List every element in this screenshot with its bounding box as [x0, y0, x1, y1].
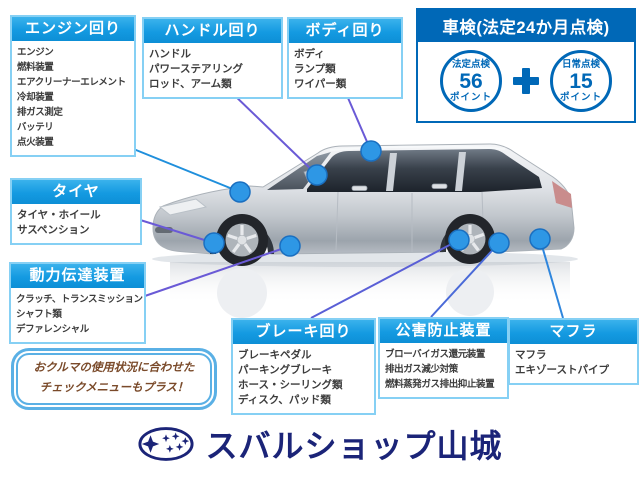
category-item: ホース・シーリング類 [238, 379, 343, 391]
category-item: ブローバイガス還元装置 [385, 349, 486, 360]
category-item: エキゾーストパイプ [515, 364, 609, 376]
daily-points-circle: 日常点検 15 ポイント [550, 50, 612, 112]
callout-line-power [141, 245, 291, 298]
daily-points-unit: ポイント [559, 91, 602, 103]
category-box-engine: エンジン回り エンジン燃料装置エアクリーナーエレメント冷却装置排ガス測定バッテリ… [10, 15, 136, 157]
category-title: タイヤ [12, 180, 140, 204]
plus-icon [513, 68, 539, 94]
category-title: 公害防止装置 [380, 319, 507, 343]
badge-title: 車検(法定24か月点検) [418, 10, 634, 42]
category-item: パーキングブレーキ [238, 364, 333, 376]
daily-points-value: 15 [569, 69, 593, 93]
category-title: 動力伝達装置 [11, 264, 144, 288]
category-item: 排ガス測定 [17, 107, 63, 118]
category-item: バッテリ [17, 122, 54, 133]
category-items: ボディランプ類ワイパー類 [289, 43, 401, 97]
callout-line-tire [136, 218, 215, 244]
category-item: ハンドル [149, 48, 191, 60]
note-box: おクルマの使用状況に合わせた チェックメニューもプラス！ [11, 348, 217, 411]
callout-line-body [344, 90, 372, 152]
category-item: エンジン [17, 47, 54, 58]
callout-line-engine [130, 147, 241, 193]
part-dot-power [279, 235, 301, 257]
category-item: マフラ [515, 349, 547, 361]
category-items: ハンドルパワーステアリングロッド、アーム類 [144, 43, 281, 97]
category-item: ワイパー類 [294, 78, 347, 90]
door-handle-rear [431, 183, 448, 189]
part-dot-brake [448, 229, 470, 251]
part-dot-tire [203, 232, 225, 254]
legal-points-unit: ポイント [449, 91, 492, 103]
category-items: タイヤ・ホイールサスペンション [12, 204, 140, 243]
part-dot-body [360, 140, 382, 162]
category-item: タイヤ・ホイール [17, 209, 101, 221]
callout-line-brake [310, 239, 460, 319]
category-box-muffler: マフラ マフラエキゾーストパイプ [508, 318, 639, 385]
category-item: ディスク、パッド類 [238, 394, 331, 406]
roof-highlight [329, 145, 506, 151]
daily-points-label: 日常点検 [561, 59, 600, 70]
car-illustration [152, 143, 578, 318]
category-item: 点火装置 [17, 137, 54, 148]
callout-line-handle [229, 90, 318, 176]
shop-name: スバルショップ山城 [205, 428, 503, 464]
category-item: エアクリーナーエレメント [17, 77, 126, 88]
headlight [158, 198, 208, 216]
door-handle-front [351, 185, 368, 191]
category-items: エンジン燃料装置エアクリーナーエレメント冷却装置排ガス測定バッテリ点火装置 [12, 41, 134, 155]
category-box-pollution: 公害防止装置 ブローバイガス還元装置排出ガス減少対策燃料蒸発ガス排出抑止装置 [378, 317, 509, 399]
category-item: パワーステアリング [149, 63, 243, 75]
category-title: ボディ回り [289, 19, 401, 43]
category-box-tire: タイヤ タイヤ・ホイールサスペンション [10, 178, 142, 245]
category-item: 燃料装置 [17, 62, 54, 73]
b-pillar [386, 153, 397, 191]
category-item: ボディ [294, 48, 325, 60]
category-items: マフラエキゾーストパイプ [510, 344, 637, 383]
category-item: 冷却装置 [17, 92, 54, 103]
callout-line-muffler [539, 238, 564, 319]
category-item: デファレンシャル [16, 324, 89, 335]
category-item: 排出ガス減少対策 [385, 364, 458, 375]
note-line-2: チェックメニューもプラス！ [39, 381, 189, 394]
part-dot-engine [229, 181, 251, 203]
c-pillar [455, 152, 466, 191]
front-wheel [216, 214, 268, 266]
legal-points-label: 法定点検 [451, 59, 490, 70]
category-item: クラッチ、トランスミッション [16, 294, 143, 305]
part-dot-pollution [488, 232, 510, 254]
category-item: ランプ類 [294, 63, 336, 75]
category-title: ブレーキ回り [233, 320, 374, 344]
windshield [267, 152, 331, 190]
tail-light [552, 181, 572, 208]
legal-points-value: 56 [459, 69, 483, 93]
category-items: クラッチ、トランスミッションシャフト類デファレンシャル [11, 288, 144, 342]
note-line-1: おクルマの使用状況に合わせた [33, 362, 195, 374]
inspection-badge: 車検(法定24か月点検) 法定点検 56 ポイント 日常点検 15 ポイント [416, 8, 636, 123]
callout-line-pollution [430, 242, 500, 318]
badge-body: 法定点検 56 ポイント 日常点検 15 ポイント [418, 42, 634, 121]
legal-points-circle: 法定点検 56 ポイント [440, 50, 502, 112]
category-box-body: ボディ回り ボディランプ類ワイパー類 [287, 17, 403, 99]
category-box-handle: ハンドル回り ハンドルパワーステアリングロッド、アーム類 [142, 17, 283, 99]
category-title: エンジン回り [12, 17, 134, 41]
category-item: ブレーキペダル [238, 349, 312, 361]
part-dot-muffler [529, 228, 551, 250]
category-item: シャフト類 [16, 309, 62, 320]
category-item: 燃料蒸発ガス排出抑止装置 [385, 379, 495, 390]
footer: スバルショップ山城 [0, 421, 640, 467]
part-dot-handle [306, 164, 328, 186]
category-box-powertrain: 動力伝達装置 クラッチ、トランスミッションシャフト類デファレンシャル [9, 262, 146, 344]
category-item: サスペンション [17, 224, 90, 236]
callout-layer [130, 90, 564, 319]
category-title: マフラ [510, 320, 637, 344]
category-items: ブレーキペダルパーキングブレーキホース・シーリング類ディスク、パッド類 [233, 344, 374, 413]
category-box-brake: ブレーキ回り ブレーキペダルパーキングブレーキホース・シーリング類ディスク、パッ… [231, 318, 376, 415]
category-items: ブローバイガス還元装置排出ガス減少対策燃料蒸発ガス排出抑止装置 [380, 343, 507, 397]
category-title: ハンドル回り [144, 19, 281, 43]
subaru-logo-icon [138, 427, 195, 461]
category-item: ロッド、アーム類 [149, 78, 232, 90]
